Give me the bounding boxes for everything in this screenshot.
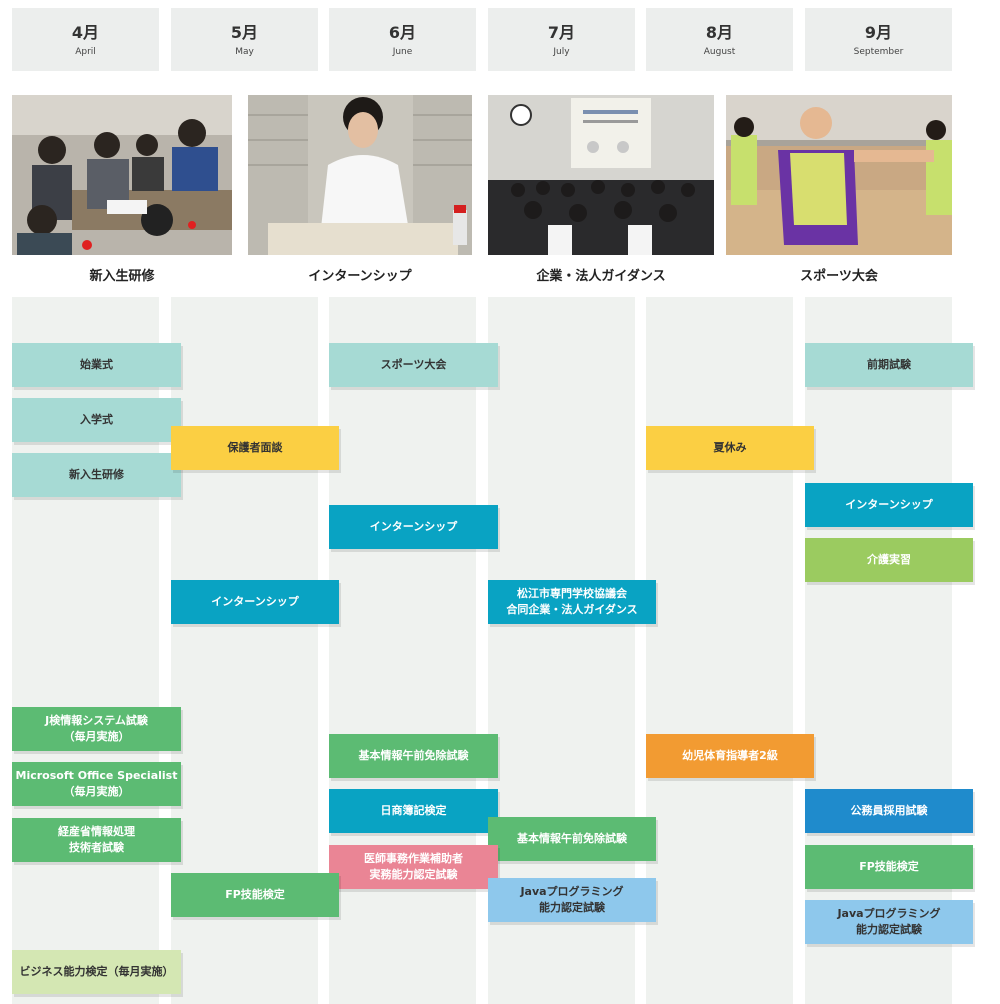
- event-fp-september: FP技能検定: [805, 845, 973, 889]
- photo-company-guidance: [488, 95, 714, 255]
- photo-label-company-guidance: 企業・法人ガイダンス: [536, 269, 666, 284]
- column-september: [805, 297, 952, 1004]
- month-header-may: 5月 May: [171, 8, 318, 71]
- month-en: April: [75, 46, 96, 57]
- month-header-september: 9月 September: [805, 8, 952, 71]
- month-header-august: 8月 August: [646, 8, 793, 71]
- event-first-term-exam: 前期試験: [805, 343, 973, 387]
- photo-freshman-training: [12, 95, 232, 255]
- photo-label-freshman-training: 新入生研修: [89, 269, 155, 284]
- event-entrance-ceremony: 入学式: [12, 398, 181, 442]
- photo-internship: [248, 95, 472, 255]
- event-matsue-guidance: 松江市専門学校協議会 合同企業・法人ガイダンス: [488, 580, 656, 624]
- column-june: [329, 297, 476, 1004]
- event-fp-may: FP技能検定: [171, 873, 339, 917]
- event-care-practice: 介護実習: [805, 538, 973, 582]
- event-fe-am-exempt-july: 基本情報午前免除試験: [488, 817, 656, 861]
- event-bookkeeping: 日商簿記検定: [329, 789, 498, 833]
- month-header-april: 4月 April: [12, 8, 159, 71]
- event-summer-break: 夏休み: [646, 426, 814, 470]
- month-en: August: [703, 46, 736, 57]
- month-en: June: [392, 46, 413, 57]
- month-jp: 4月: [71, 22, 100, 42]
- month-en: May: [235, 46, 254, 57]
- event-business-ability: ビジネス能力検定（毎月実施）: [12, 950, 181, 994]
- month-jp: 7月: [547, 22, 576, 42]
- event-child-pe-instructor: 幼児体育指導者2級: [646, 734, 814, 778]
- event-java-september: Javaプログラミング 能力認定試験: [805, 900, 973, 944]
- photo-sports-meet: [726, 95, 952, 255]
- event-meti-exam: 経産省情報処理 技術者試験: [12, 818, 181, 862]
- month-jp: 8月: [705, 22, 734, 42]
- event-java-july: Javaプログラミング 能力認定試験: [488, 878, 656, 922]
- event-freshman-training: 新入生研修: [12, 453, 181, 497]
- column-august: [646, 297, 793, 1004]
- month-header-july: 7月 July: [488, 8, 635, 71]
- event-opening-ceremony: 始業式: [12, 343, 181, 387]
- month-jp: 6月: [388, 22, 417, 42]
- month-jp: 9月: [864, 22, 893, 42]
- event-internship-may: インターンシップ: [171, 580, 339, 624]
- event-civil-service-exam: 公務員採用試験: [805, 789, 973, 833]
- photo-label-internship: インターンシップ: [308, 269, 412, 284]
- event-internship-june: インターンシップ: [329, 505, 498, 549]
- event-internship-september: インターンシップ: [805, 483, 973, 527]
- month-en: September: [853, 46, 904, 57]
- month-header-june: 6月 June: [329, 8, 476, 71]
- event-medical-clerk-exam: 医師事務作業補助者 実務能力認定試験: [329, 845, 498, 889]
- event-fe-am-exempt-june: 基本情報午前免除試験: [329, 734, 498, 778]
- month-en: July: [553, 46, 570, 57]
- event-mos: Microsoft Office Specialist （毎月実施）: [12, 762, 181, 806]
- event-sports-meet: スポーツ大会: [329, 343, 498, 387]
- photo-label-sports-meet: スポーツ大会: [800, 269, 878, 284]
- event-j-exam: J検情報システム試験 （毎月実施）: [12, 707, 181, 751]
- month-jp: 5月: [230, 22, 259, 42]
- event-parent-interview: 保護者面談: [171, 426, 339, 470]
